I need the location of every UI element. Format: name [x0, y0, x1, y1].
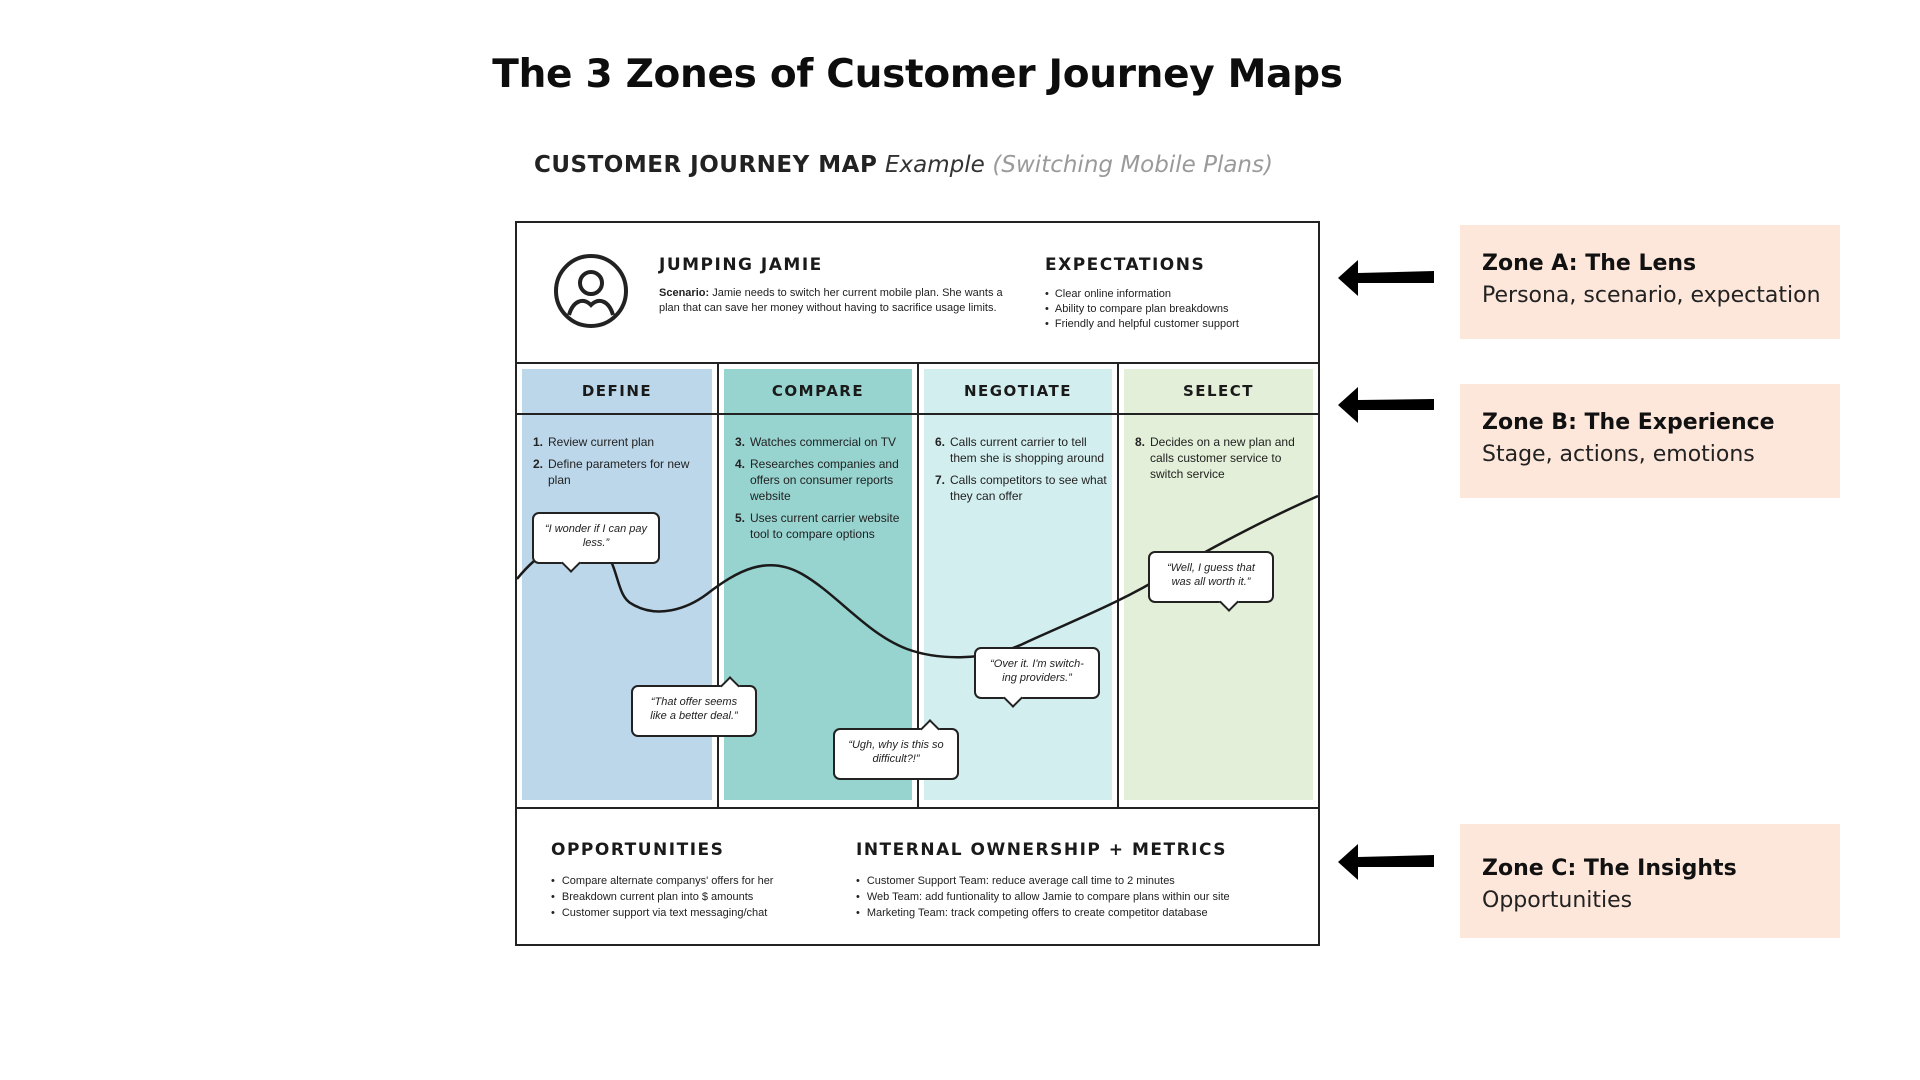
action-item: 7. Calls competitors to see what they can… [935, 472, 1109, 504]
zone-description: Opportunities [1482, 888, 1633, 913]
zone-card-c: Zone C: The Insights Opportunities [1460, 824, 1840, 938]
action-item: 8. Decides on a new plan and calls custom… [1135, 434, 1310, 482]
quote-bubble: “Over it. I'm switch-ing providers.” [974, 647, 1100, 708]
stage-divider [717, 364, 719, 807]
quote-text: “I wonder if I can pay less.” [544, 523, 648, 549]
action-text: Watches commercial on TV [750, 435, 897, 449]
quote-bubble: “I wonder if I can pay less.” [532, 512, 660, 573]
stage-define: DEFINE 1. Review current plan 2. Define pa… [517, 364, 717, 807]
expectations-title: EXPECTATIONS [1045, 255, 1206, 275]
quote-text: “That offer seems like a better deal.” [650, 696, 738, 722]
action-text: Researches companies and offers on consu… [750, 457, 899, 503]
arrow-left-icon [1338, 260, 1434, 296]
scenario-label: Scenario: [659, 287, 710, 299]
arrow-left-icon [1338, 387, 1434, 423]
arrow-left-icon [1338, 844, 1434, 880]
zone-description: Stage, actions, emotions [1482, 442, 1755, 467]
opportunity-item: Breakdown current plan into $ amounts [551, 889, 773, 905]
map-heading-example: Example [884, 152, 985, 178]
action-text: Calls current carrier to tell them she i… [950, 435, 1105, 465]
stage-actions: 6. Calls current carrier to tell them she… [935, 434, 1109, 510]
quote-bubble: “Well, I guess that was all worth it.” [1148, 551, 1274, 612]
stage-divider [1117, 364, 1119, 807]
journey-map: JUMPING JAMIE Scenario: Jamie needs to s… [515, 221, 1320, 946]
action-number: 6. [935, 435, 946, 449]
action-item: 5. Uses current carrier website tool to c… [735, 510, 909, 542]
quote-text: “Well, I guess that was all worth it.” [1167, 562, 1255, 588]
experience-zone: DEFINE 1. Review current plan 2. Define pa… [517, 364, 1318, 809]
ownership-item: Web Team: add funtionality to allow Jami… [856, 889, 1230, 905]
opportunity-item: Compare alternate companys' offers for h… [551, 873, 774, 889]
stage-name: DEFINE [581, 382, 653, 400]
action-number: 4. [735, 457, 746, 471]
stage-header-rule [517, 413, 1318, 415]
action-text: Review current plan [548, 435, 655, 449]
scenario-text: Jamie needs to switch her current mobile… [659, 287, 1003, 314]
zone-description: Persona, scenario, expectation [1482, 283, 1821, 308]
action-item: 2. Define parameters for new plan [533, 456, 709, 488]
action-number: 7. [935, 473, 946, 487]
ownership-item: Customer Support Team: reduce average ca… [856, 873, 1230, 889]
map-heading-subtitle: (Switching Mobile Plans) [992, 152, 1273, 178]
quote-text: “Ugh, why is this so difficult?!” [848, 739, 944, 765]
action-text: Decides on a new plan and calls customer… [1150, 435, 1295, 481]
stage-name: NEGOTIATE [963, 382, 1073, 400]
action-text: Calls competitors to see what they can o… [950, 473, 1107, 503]
action-item: 3. Watches commercial on TV [735, 434, 909, 450]
stage-actions: 1. Review current plan 2. Define parameter… [533, 434, 709, 494]
stage-name: COMPARE [771, 382, 865, 400]
zone-title: Zone B: The Experience [1482, 410, 1775, 435]
action-number: 3. [735, 435, 746, 449]
map-heading: CUSTOMER JOURNEY MAP Example (Switching … [534, 150, 1273, 178]
lens-zone: JUMPING JAMIE Scenario: Jamie needs to s… [517, 223, 1318, 364]
stage-actions: 8. Decides on a new plan and calls custom… [1135, 434, 1310, 488]
user-avatar-icon [554, 254, 628, 328]
zone-title: Zone A: The Lens [1482, 251, 1697, 276]
persona-name: JUMPING JAMIE [659, 255, 823, 275]
action-item: 6. Calls current carrier to tell them she… [935, 434, 1109, 466]
ownership-title: INTERNAL OWNERSHIP + METRICS [856, 840, 1228, 860]
expectation-item: Ability to compare plan breakdowns [1045, 302, 1239, 317]
ownership-item: Marketing Team: track competing offers t… [856, 905, 1230, 921]
stage-name: SELECT [1182, 382, 1255, 400]
action-text: Define parameters for new plan [548, 457, 690, 487]
opportunities-title: OPPORTUNITIES [551, 840, 725, 860]
zone-title: Zone C: The Insights [1482, 856, 1737, 881]
action-number: 8. [1135, 435, 1146, 449]
zone-card-a: Zone A: The Lens Persona, scenario, expe… [1460, 225, 1840, 339]
page-title: The 3 Zones of Customer Journey Maps [492, 52, 1343, 97]
expectation-item: Friendly and helpful customer support [1045, 317, 1239, 332]
action-number: 5. [735, 511, 746, 525]
stage-actions: 3. Watches commercial on TV 4. Researches … [735, 434, 909, 548]
expectation-item: Clear online information [1045, 287, 1239, 302]
action-item: 1. Review current plan [533, 434, 709, 450]
zone-card-b: Zone B: The Experience Stage, actions, e… [1460, 384, 1840, 498]
action-item: 4. Researches companies and offers on con… [735, 456, 909, 504]
opportunities-list: Compare alternate companys' offers for h… [551, 873, 774, 921]
expectations-list: Clear online information Ability to comp… [1045, 287, 1239, 332]
persona-scenario: Scenario: Jamie needs to switch her curr… [659, 286, 1004, 316]
insights-zone: OPPORTUNITIES Compare alternate companys… [517, 809, 1318, 944]
action-number: 1. [533, 435, 544, 449]
opportunity-item: Customer support via text messaging/chat [551, 905, 773, 921]
quote-text: “Over it. I'm switch-ing providers.” [990, 658, 1084, 684]
map-heading-main: CUSTOMER JOURNEY MAP [534, 152, 878, 178]
action-text: Uses current carrier website tool to com… [750, 511, 900, 541]
action-number: 2. [533, 457, 544, 471]
quote-bubble: “Ugh, why is this so difficult?!” [833, 719, 959, 780]
ownership-list: Customer Support Team: reduce average ca… [856, 873, 1230, 921]
quote-bubble: “That offer seems like a better deal.” [631, 676, 757, 737]
